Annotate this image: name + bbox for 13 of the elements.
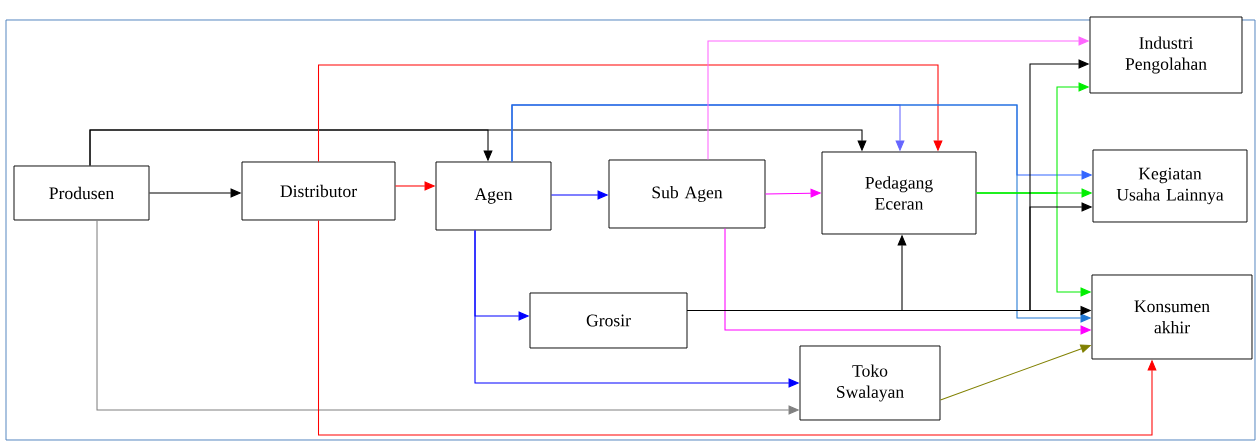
arrow bbox=[318, 64, 943, 163]
process-box: Pedagang Eceran bbox=[821, 151, 977, 235]
process-box: Kegiatan Usaha Lainnya bbox=[1092, 149, 1248, 223]
arrow bbox=[89, 129, 867, 167]
process-box: Konsumen akhir bbox=[1091, 274, 1253, 360]
process-box: Agen bbox=[435, 161, 552, 231]
process-box: Distributor bbox=[241, 161, 396, 221]
process-box: Industri Pengolahan bbox=[1089, 16, 1243, 94]
arrow bbox=[318, 219, 1157, 436]
process-box: Produsen bbox=[13, 165, 150, 221]
process-box: Toko Swalayan bbox=[799, 345, 941, 421]
process-box: Grosir bbox=[529, 292, 688, 349]
process-box: Sub Agen bbox=[608, 159, 766, 229]
